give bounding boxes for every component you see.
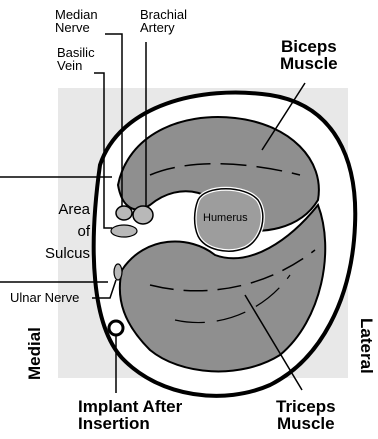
ulnar-nerve-label: Ulnar Nerve [10,291,79,304]
brachial-artery-shape [133,206,153,224]
ulnar-nerve-shape [114,264,122,280]
medial-label: Medial [26,327,43,380]
humerus-label: Humerus [203,213,248,224]
basilic-vein-shape [111,225,137,237]
implant-icon [109,321,123,335]
median-nerve-shape [116,206,132,220]
lateral-label: Lateral [358,318,375,374]
